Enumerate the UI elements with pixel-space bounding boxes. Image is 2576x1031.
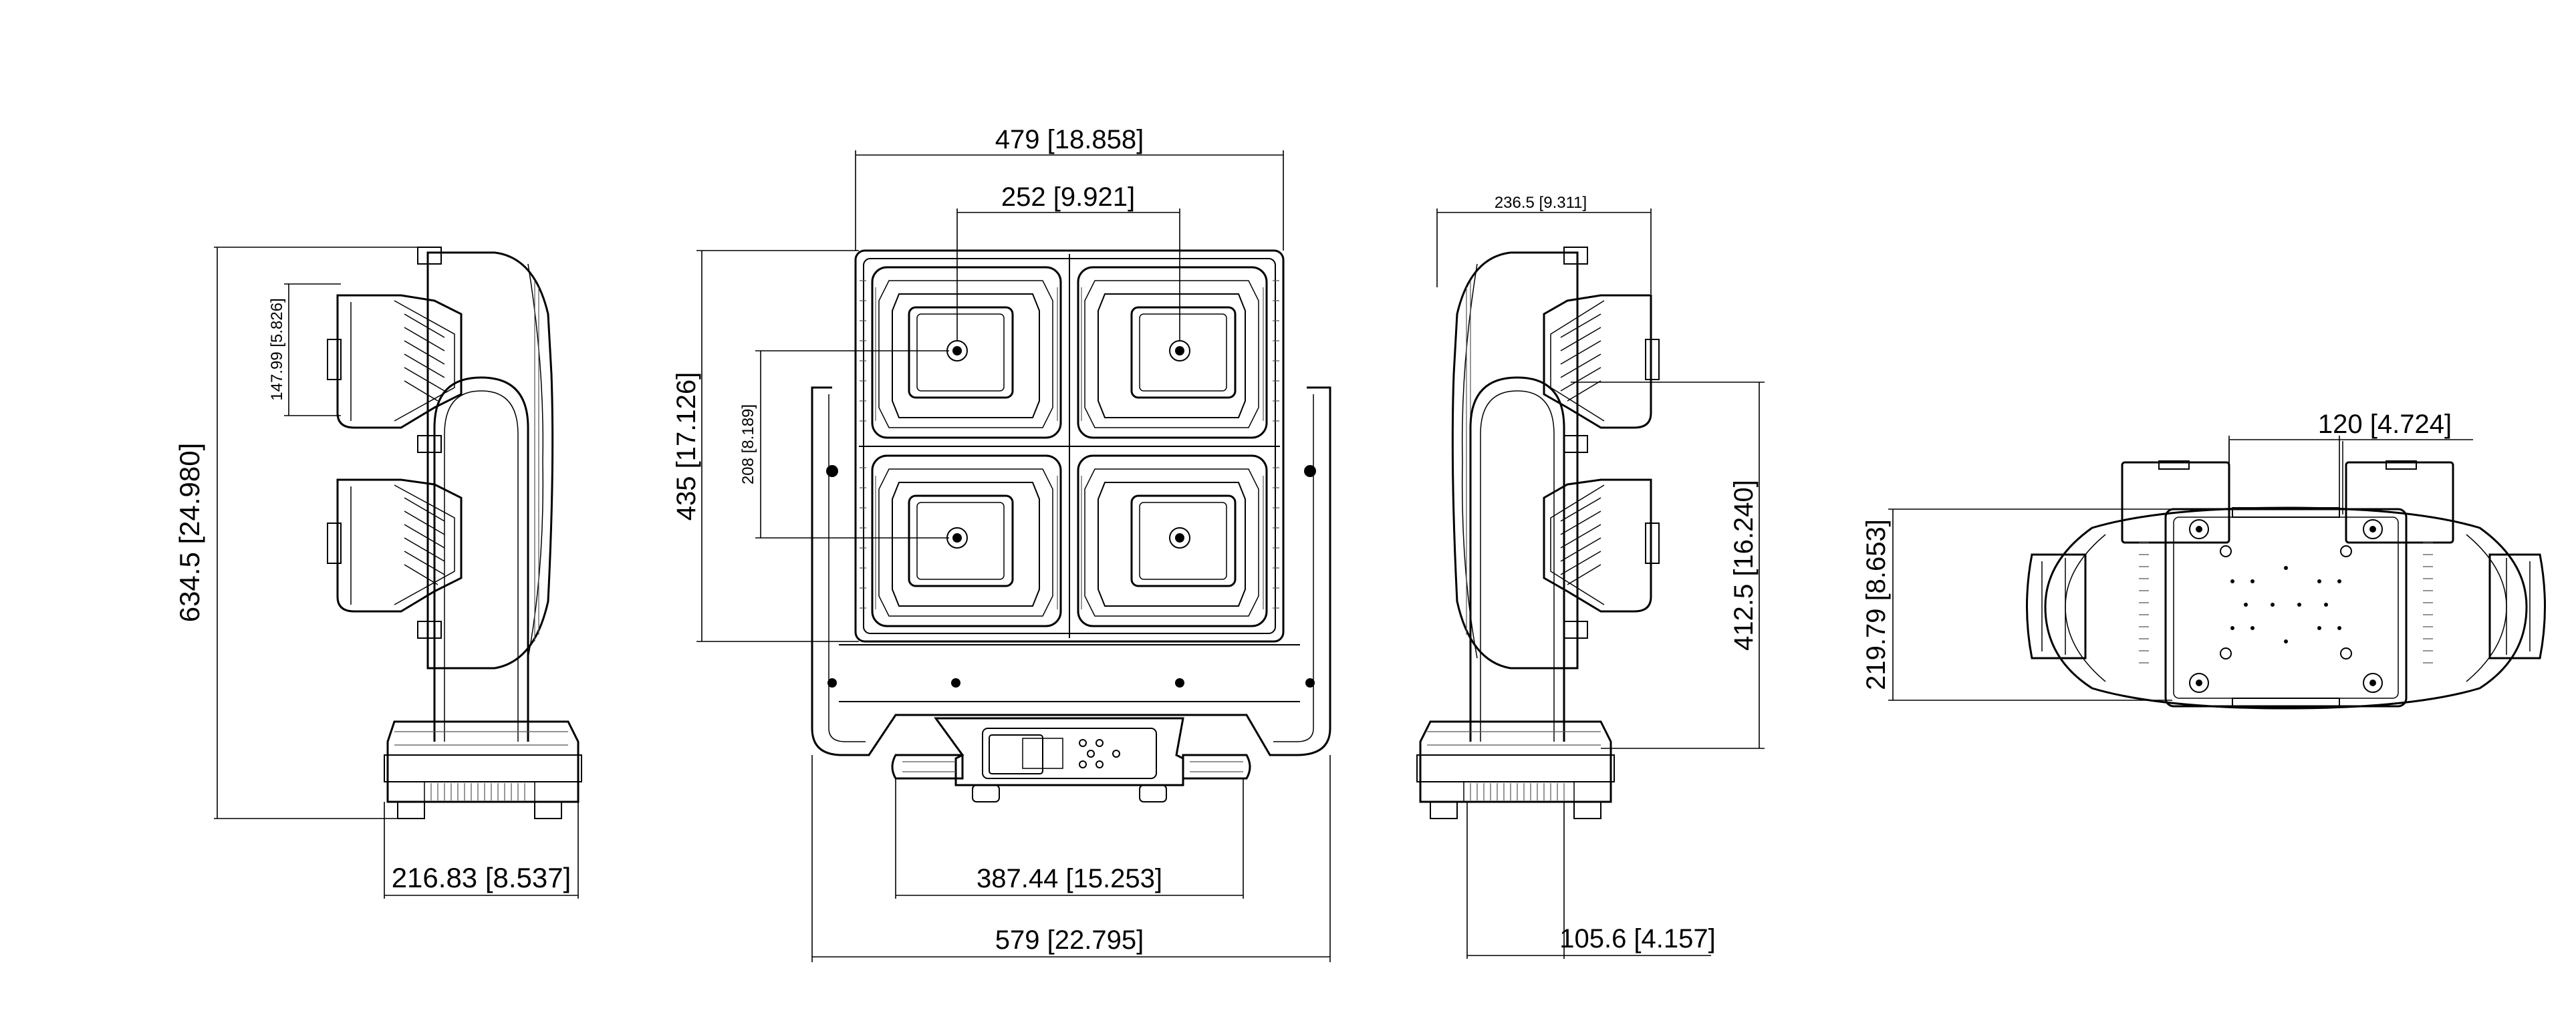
dimension-yoke-width: 579 [22.795] <box>811 755 1331 962</box>
dimension-overall-width: 479 [18.858] <box>855 125 1284 251</box>
lens-module-bottom-left <box>871 454 1062 627</box>
head-height-label: 435 [17.126] <box>672 372 701 521</box>
side-view-left <box>327 247 582 819</box>
lens-module-bottom-right <box>1077 454 1268 627</box>
dimension-base-width: 387.44 [15.253] <box>895 778 1244 899</box>
front-view <box>811 249 1331 802</box>
lens-module-top-right <box>1077 266 1268 439</box>
dimension-inner-width: 252 [9.921] <box>956 182 1180 341</box>
base-depth-label: 216.83 [8.537] <box>392 862 571 893</box>
overall-width-label: 479 [18.858] <box>995 125 1144 154</box>
mount-spacing-label: 120 [4.724] <box>2318 410 2452 439</box>
dimension-base-offset: 105.6 [4.157] <box>1466 802 1716 959</box>
head-depth-label: 236.5 [9.311] <box>1495 194 1587 212</box>
pivot-height-label: 412.5 [16.240] <box>1729 480 1759 651</box>
dimension-overall-height: 634.5 [24.980] <box>174 247 428 819</box>
lens-module-top-left <box>871 266 1062 439</box>
dimension-head-spacing: 147.99 [5.826] <box>268 283 341 416</box>
dimension-bottom-base-width: 219.79 [8.653] <box>1861 508 2172 701</box>
side-view-right <box>1416 247 1660 819</box>
inner-width-label: 252 [9.921] <box>1001 182 1135 212</box>
base-offset-label: 105.6 [4.157] <box>1559 924 1716 953</box>
bottom-base-width-label: 219.79 [8.653] <box>1861 519 1891 690</box>
dimension-inner-height: 208 [8.189] <box>739 350 949 539</box>
dimension-mount-spacing: 120 [4.724] <box>2228 410 2473 516</box>
overall-height-label: 634.5 [24.980] <box>174 443 205 623</box>
inner-height-label: 208 [8.189] <box>739 404 757 484</box>
dimension-base-depth: 216.83 [8.537] <box>384 802 579 899</box>
dimension-pivot-height: 412.5 [16.240] <box>1571 382 1765 749</box>
dimension-head-height: 435 [17.126] <box>672 250 859 642</box>
dimension-head-depth: 236.5 [9.311] <box>1436 194 1652 294</box>
yoke-width-label: 579 [22.795] <box>995 925 1144 955</box>
base-width-label: 387.44 [15.253] <box>977 864 1162 893</box>
head-spacing-label: 147.99 [5.826] <box>268 298 286 400</box>
bottom-view <box>2026 441 2546 710</box>
